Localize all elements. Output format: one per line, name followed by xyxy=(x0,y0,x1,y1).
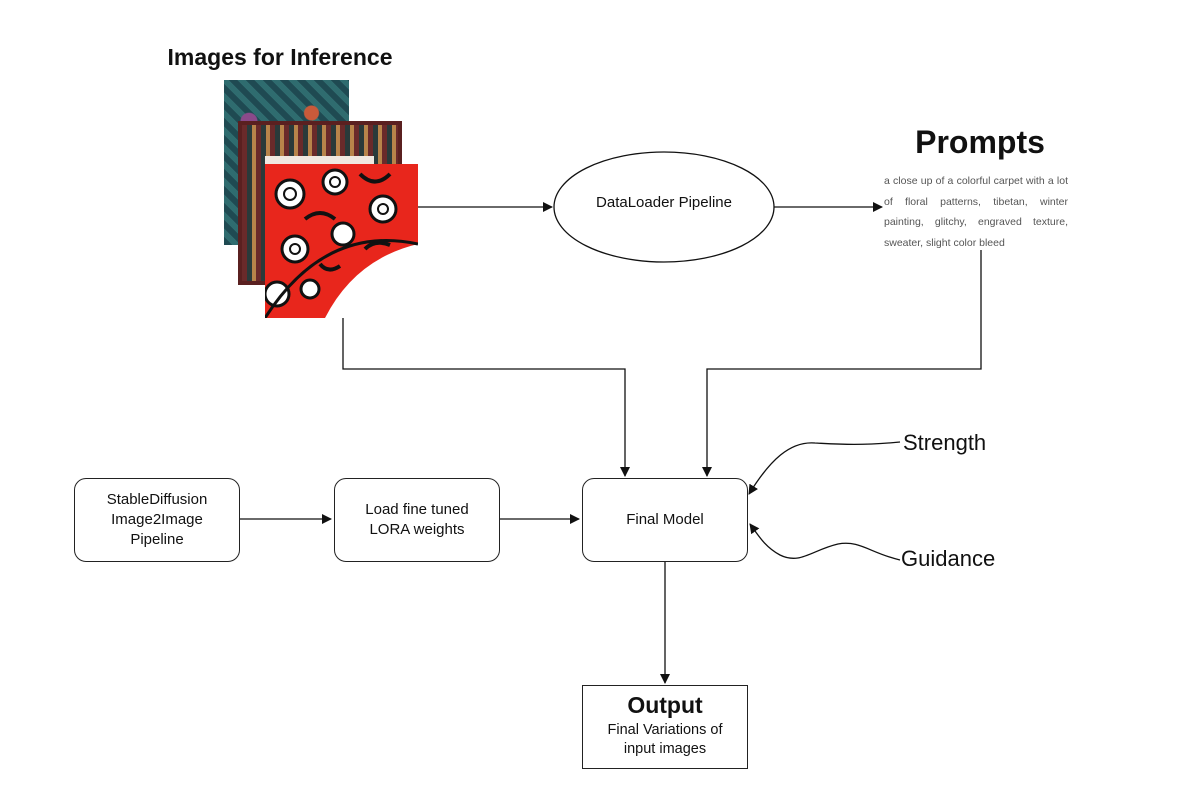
arrow-strength-to-final-model xyxy=(748,441,901,495)
prompts-title: Prompts xyxy=(915,124,1045,160)
lora-weights-box: Load fine tuned LORA weights xyxy=(334,478,500,562)
final-model-box: Final Model xyxy=(582,478,748,562)
output-box: Output Final Variations of input images xyxy=(582,685,748,769)
output-title: Output xyxy=(627,692,703,718)
carpet-image-front xyxy=(265,164,418,318)
arrow-guidance-to-final-model xyxy=(749,523,901,561)
dataloader-pipeline-label: DataLoader Pipeline xyxy=(596,194,732,211)
guidance-label: Guidance xyxy=(901,546,996,571)
prompt-text: a close up of a colorful carpet with a l… xyxy=(884,175,1068,249)
arrow-images-to-final-model xyxy=(342,318,630,477)
stable-diffusion-pipeline-label: StableDiffusion Image2Image Pipeline xyxy=(106,491,208,548)
lora-weights-label: Load fine tuned LORA weights xyxy=(365,501,469,538)
dataloader-ellipse xyxy=(553,151,775,263)
images-section-title: Images for Inference xyxy=(167,44,393,70)
arrow-prompts-to-final-model xyxy=(702,250,982,477)
output-subtitle: Final Variations of input images xyxy=(607,722,723,757)
final-model-label: Final Model xyxy=(626,511,704,528)
inference-image-stack xyxy=(224,80,420,318)
strength-label: Strength xyxy=(903,430,987,455)
stable-diffusion-pipeline-box: StableDiffusion Image2Image Pipeline xyxy=(74,478,240,562)
